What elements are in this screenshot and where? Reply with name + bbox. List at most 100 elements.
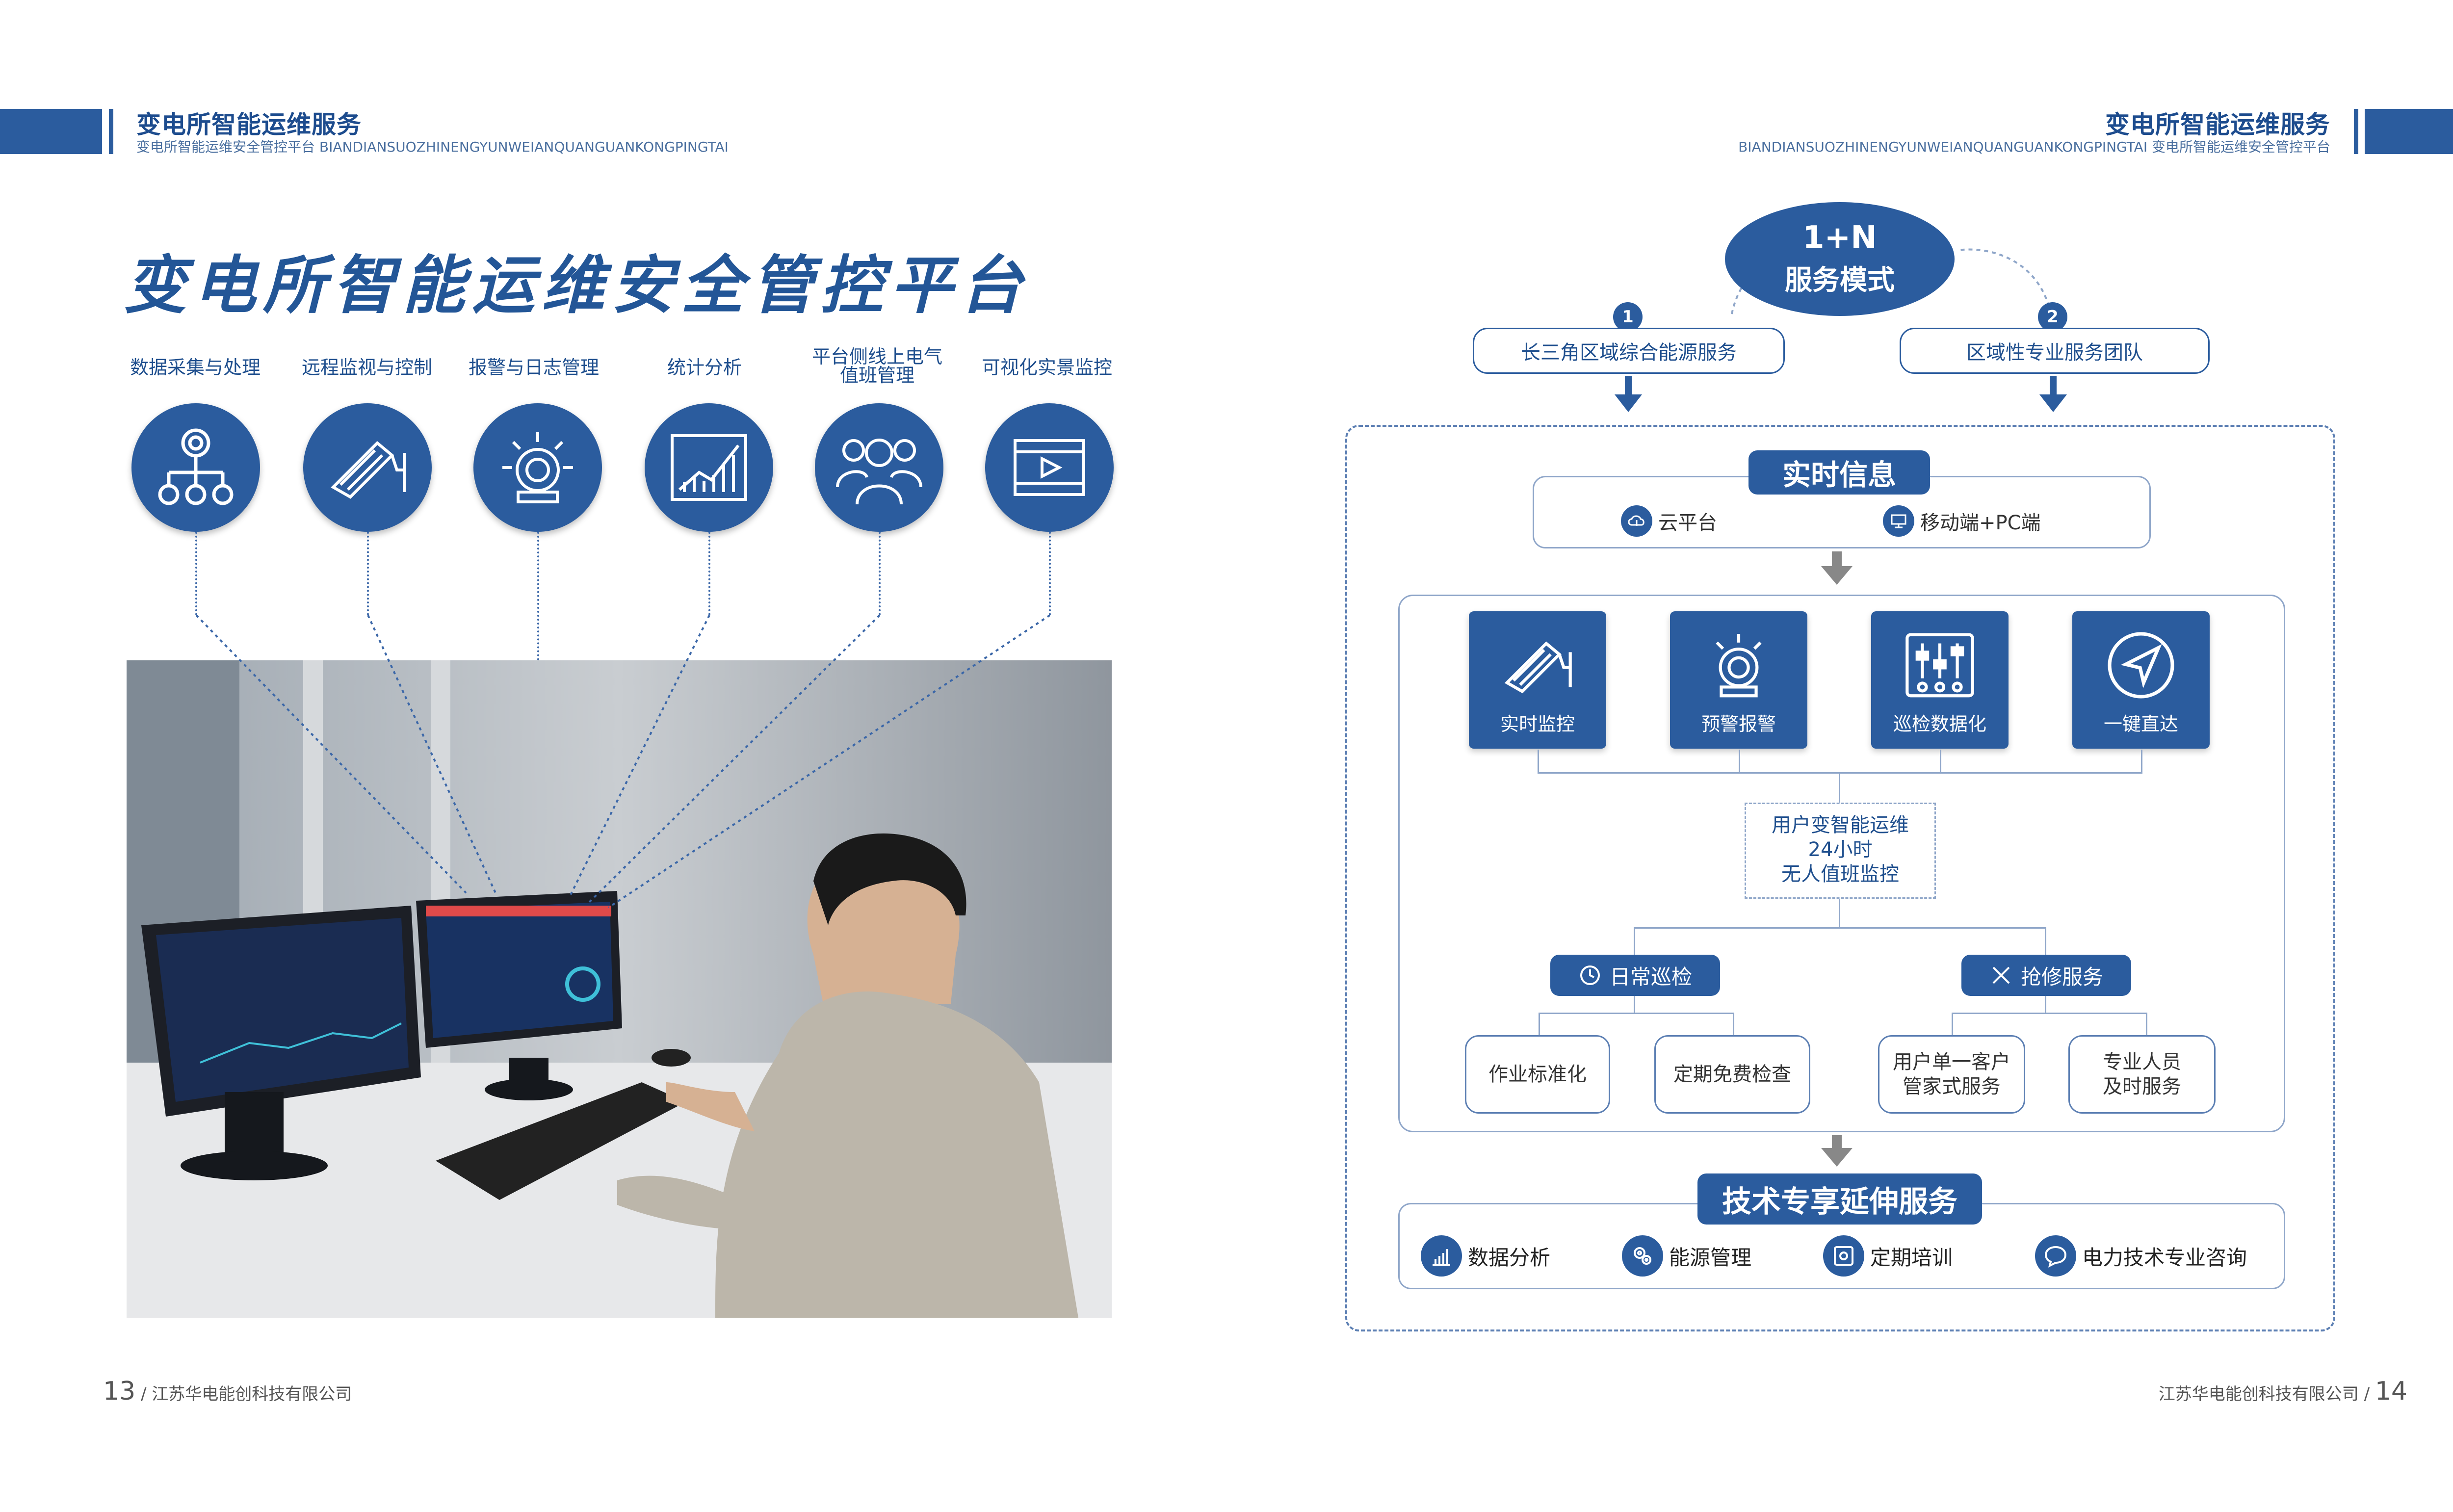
connector-line bbox=[1538, 750, 1539, 773]
tile-warning-alarm: 预警报警 bbox=[1670, 611, 1807, 749]
connector-line bbox=[708, 532, 710, 615]
gray-arrow-stem bbox=[1832, 551, 1842, 566]
tile-one-click: 一键直达 bbox=[2072, 611, 2210, 749]
branch-number-1: 1 bbox=[1613, 302, 1643, 332]
chart-icon bbox=[645, 403, 773, 532]
connector-line bbox=[1839, 773, 1840, 803]
feature-label-remote-monitoring: 远程监视与控制 bbox=[301, 357, 432, 378]
clock-icon bbox=[1580, 965, 1600, 985]
camera-icon bbox=[303, 403, 432, 532]
routine-title: 日常巡检 bbox=[1550, 955, 1720, 996]
extension-item-consulting: 电力技术专业咨询 bbox=[2035, 1235, 2247, 1277]
arrow-down bbox=[2039, 394, 2067, 412]
center-line3: 无人值班监控 bbox=[1781, 863, 1899, 886]
extension-item-energy: 能源管理 bbox=[1622, 1235, 1751, 1277]
connector-line bbox=[1634, 927, 2046, 929]
right-header-bar bbox=[2365, 109, 2453, 154]
repair-title: 抢修服务 bbox=[1961, 955, 2131, 996]
feature-label-data-collection: 数据采集与处理 bbox=[130, 357, 261, 378]
feature-label-line1: 平台侧线上电气 bbox=[811, 346, 942, 367]
bar-chart-icon bbox=[1421, 1235, 1462, 1277]
arrow-stem bbox=[2050, 376, 2057, 395]
connector-line bbox=[1839, 899, 1840, 927]
tile-label: 预警报警 bbox=[1701, 713, 1776, 735]
repair-item-butler: 用户单一客户 管家式服务 bbox=[1878, 1035, 2025, 1114]
gray-arrow bbox=[1821, 1148, 1853, 1167]
tile-inspection-data: 巡检数据化 bbox=[1871, 611, 2009, 749]
repair-item-timely: 专业人员 及时服务 bbox=[2068, 1035, 2216, 1114]
right-header-subtitle: BIANDIANSUOZHINENGYUNWEIANQUANGUANKONGPI… bbox=[1738, 139, 2330, 155]
extension-item-data-analysis: 数据分析 bbox=[1421, 1235, 1550, 1277]
monitor-icon bbox=[1883, 505, 1914, 537]
realtime-item-label: 云平台 bbox=[1658, 512, 1717, 534]
connector-line bbox=[195, 532, 197, 615]
realtime-title: 实时信息 bbox=[1748, 450, 1930, 495]
connector-line bbox=[2045, 996, 2046, 1013]
mode-line2: 服务模式 bbox=[1785, 264, 1895, 296]
extension-item-label: 数据分析 bbox=[1468, 1245, 1551, 1270]
extension-item-training: 定期培训 bbox=[1823, 1235, 1953, 1277]
service-frame bbox=[1345, 425, 2335, 1331]
routine-item-free-check: 定期免费检查 bbox=[1654, 1035, 1810, 1114]
connector-line bbox=[1733, 1013, 1734, 1036]
connector-lines-diagonal bbox=[195, 614, 1051, 909]
gray-arrow bbox=[1821, 566, 1853, 585]
page-number: 14 bbox=[2375, 1377, 2407, 1406]
repair-item-line1: 专业人员 bbox=[2103, 1051, 2181, 1073]
tools-icon bbox=[1992, 966, 2010, 984]
chat-icon bbox=[2035, 1235, 2076, 1277]
extension-item-label: 电力技术专业咨询 bbox=[2082, 1245, 2247, 1270]
feature-label-visual-monitoring: 可视化实景监控 bbox=[981, 357, 1112, 378]
right-header-divider bbox=[2354, 109, 2358, 154]
footer-slash: / bbox=[2364, 1384, 2375, 1404]
left-header-bar bbox=[0, 109, 102, 154]
repair-item-line2: 管家式服务 bbox=[1903, 1075, 2001, 1098]
cloud-icon bbox=[1621, 505, 1652, 537]
extension-title: 技术专享延伸服务 bbox=[1697, 1173, 1982, 1225]
feature-label-duty-management: 平台侧线上电气 值班管理 bbox=[789, 347, 966, 385]
left-header-title: 变电所智能运维服务 bbox=[136, 110, 362, 139]
company-name: 江苏华电能创科技有限公司 bbox=[2158, 1384, 2359, 1404]
page-number: 13 bbox=[103, 1377, 136, 1406]
extension-item-label: 能源管理 bbox=[1669, 1245, 1752, 1270]
connector-line bbox=[537, 532, 539, 664]
operator-photo bbox=[127, 660, 1112, 1318]
branch-number-2: 2 bbox=[2038, 302, 2067, 332]
gears-icon bbox=[1622, 1235, 1663, 1277]
team-icon bbox=[815, 403, 943, 532]
branch-2: 区域性专业服务团队 bbox=[1900, 328, 2210, 374]
connector-line bbox=[1739, 750, 1740, 773]
repair-item-line2: 及时服务 bbox=[2103, 1075, 2181, 1098]
gray-arrow-stem bbox=[1832, 1135, 1842, 1149]
feature-label-alarm-log: 报警与日志管理 bbox=[468, 357, 599, 378]
connector-line bbox=[1634, 996, 1635, 1013]
center-line1: 用户变智能运维 bbox=[1772, 814, 1909, 836]
footer-slash: / bbox=[140, 1384, 152, 1404]
connector-line bbox=[367, 532, 369, 615]
routine-item-standard: 作业标准化 bbox=[1465, 1035, 1610, 1114]
mode-oval: 1+N 服务模式 bbox=[1725, 202, 1955, 316]
repair-title-label: 抢修服务 bbox=[2020, 965, 2103, 989]
extension-item-label: 定期培训 bbox=[1870, 1245, 1953, 1270]
tile-label: 巡检数据化 bbox=[1893, 713, 1986, 735]
feature-label-statistics: 统计分析 bbox=[667, 357, 742, 378]
page-title: 变电所智能运维安全管控平台 bbox=[124, 249, 1030, 322]
realtime-item-monitor: 移动端+PC端 bbox=[1883, 505, 2041, 537]
realtime-item-label: 移动端+PC端 bbox=[1920, 512, 2041, 534]
connector-line bbox=[879, 532, 881, 615]
connector-line bbox=[2045, 927, 2046, 957]
connector-line bbox=[1539, 1013, 1540, 1036]
feature-label-line2: 值班管理 bbox=[839, 365, 914, 386]
left-footer: 13 / 江苏华电能创科技有限公司 bbox=[103, 1377, 352, 1406]
left-header-divider bbox=[109, 109, 113, 154]
right-footer: 江苏华电能创科技有限公司 / 14 bbox=[2159, 1377, 2407, 1406]
right-header-title: 变电所智能运维服务 bbox=[2105, 110, 2330, 139]
connector-line bbox=[1952, 1013, 2147, 1014]
branch-1: 长三角区域综合能源服务 bbox=[1473, 328, 1785, 374]
connector-line bbox=[1952, 1013, 1953, 1036]
hierarchy-icon bbox=[131, 403, 260, 532]
center-line2: 24小时 bbox=[1808, 838, 1873, 861]
connector-line bbox=[1049, 532, 1051, 615]
connector-line bbox=[2141, 750, 2142, 773]
alarm-icon bbox=[473, 403, 602, 532]
